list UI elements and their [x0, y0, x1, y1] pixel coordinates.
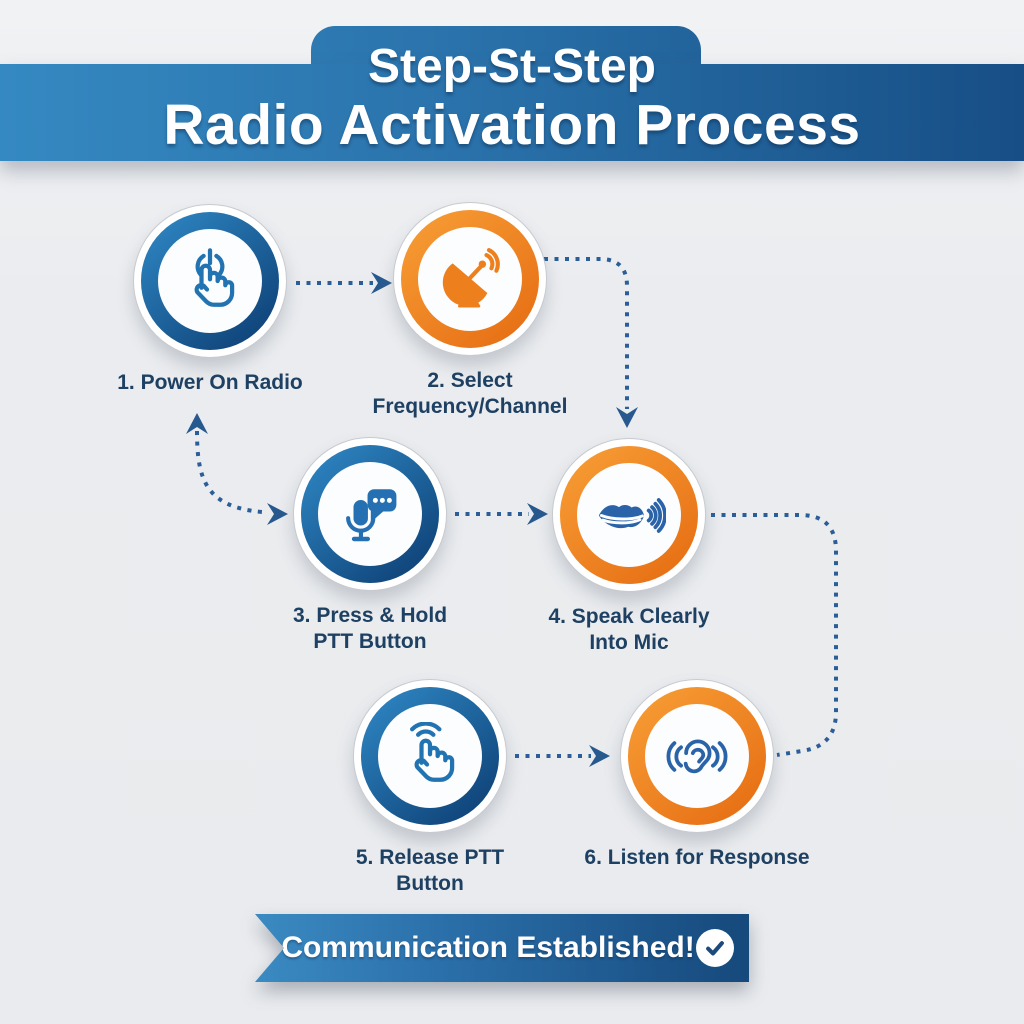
ear-listening-icon [666, 739, 728, 773]
banner-text: Communication Established! [281, 931, 695, 964]
step-4-ring [560, 446, 698, 584]
step-6-label: 6. Listen for Response [584, 846, 810, 869]
step-2-ring [401, 210, 539, 348]
microphone-chat-icon [346, 489, 397, 542]
step-6-circle [620, 679, 774, 833]
step-4-speak-clearly: 4. Speak Clearly Into Mic [479, 438, 779, 656]
step-5-circle [353, 679, 507, 833]
arrow-step3-to-step4 [455, 503, 548, 525]
ribbon-shape: Communication Established! [255, 914, 749, 982]
power-button-icon [194, 248, 235, 307]
arrow-step5-to-step6 [515, 745, 610, 767]
arrow-step2-to-step4 [523, 257, 638, 428]
step-1-circle [133, 204, 287, 358]
title-line-top: Step-St-Step [368, 40, 656, 93]
arrow-step1-to-step2 [296, 272, 392, 294]
communication-established-banner: Communication Established! [255, 914, 749, 982]
check-badge [696, 929, 734, 967]
satellite-dish-icon [442, 248, 500, 308]
page-title: Step-St-Step Radio Activation Process [0, 40, 1024, 156]
step-4-circle [552, 438, 706, 592]
step-5-release-ptt: 5. Release PTT Button [280, 679, 580, 897]
step-2-label: 2. Select Frequency/Channel [372, 369, 568, 418]
arrow-step1-to-step3 [186, 413, 288, 525]
tap-finger-icon [410, 722, 455, 782]
step-5-ring [361, 687, 499, 825]
step-2-select-frequency: 2. Select Frequency/Channel [320, 202, 620, 420]
step-6-ring [628, 687, 766, 825]
step-5-label: 5. Release PTT Button [355, 846, 505, 895]
step-3-ring [301, 445, 439, 583]
step-6-listen-response: 6. Listen for Response [547, 679, 847, 871]
step-1-power-on: 1. Power On Radio [60, 204, 360, 396]
step-1-label: 1. Power On Radio [117, 371, 303, 394]
step-3-circle [293, 437, 447, 591]
step-2-circle [393, 202, 547, 356]
header-banner [0, 64, 1024, 161]
checkmark-icon [706, 941, 724, 956]
lips-sound-waves-icon [598, 497, 666, 533]
title-line-main: Radio Activation Process [163, 93, 861, 157]
arrow-step4-to-step6 [711, 513, 838, 757]
step-4-label: 4. Speak Clearly Into Mic [548, 605, 710, 654]
step-3-press-ptt: 3. Press & Hold PTT Button [220, 437, 520, 655]
step-3-label: 3. Press & Hold PTT Button [292, 604, 448, 653]
step-1-ring [141, 212, 279, 350]
